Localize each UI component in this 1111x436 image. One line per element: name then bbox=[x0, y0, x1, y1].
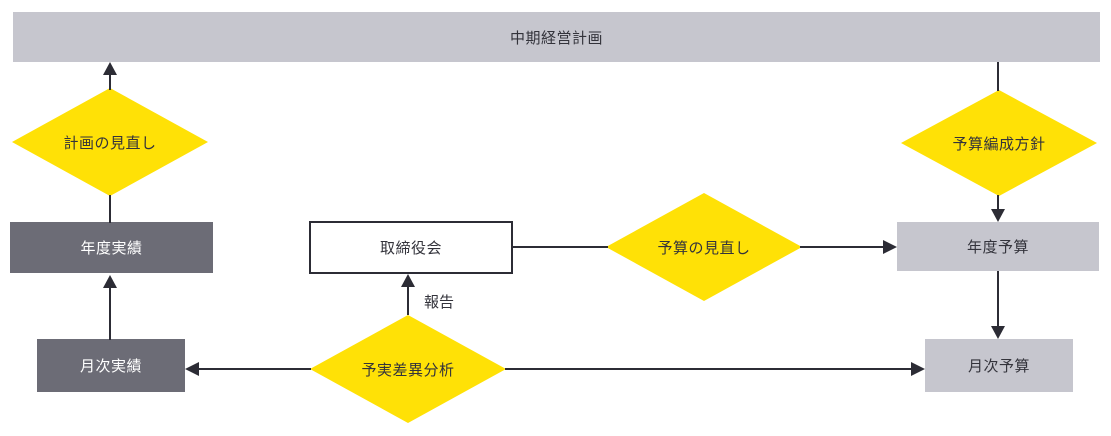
node-budget-policy: 予算編成方針 bbox=[901, 90, 1097, 196]
node-monthly-budget-label: 月次予算 bbox=[967, 358, 1030, 375]
connector-variance-analysis-to-monthly-results bbox=[199, 368, 311, 370]
node-mid-term-plan: 中期経営計画 bbox=[13, 12, 1100, 62]
connector-budget-review-to-annual-budget bbox=[800, 246, 884, 248]
edge-label-report: 報告 bbox=[424, 294, 455, 311]
node-annual-results-label: 年度実績 bbox=[80, 240, 143, 257]
connector-board-meeting-to-budget-review bbox=[513, 246, 608, 248]
node-variance-analysis: 予実差異分析 bbox=[310, 315, 506, 423]
node-variance-analysis-label: 予実差異分析 bbox=[361, 361, 455, 379]
arrowhead-up-icon bbox=[103, 275, 117, 288]
connector-annual-budget-to-monthly-budget bbox=[997, 271, 999, 326]
node-budget-policy-label: 予算編成方針 bbox=[952, 135, 1046, 153]
connector-mid-term-plan-to-budget-policy bbox=[997, 62, 999, 91]
connector-plan-review-to-mid-term-plan bbox=[109, 71, 111, 90]
arrowhead-right-icon bbox=[883, 240, 897, 254]
arrowhead-down-icon bbox=[991, 209, 1005, 222]
node-mid-term-plan-label: 中期経営計画 bbox=[509, 29, 603, 47]
node-board-meeting-label: 取締役会 bbox=[379, 240, 442, 257]
node-plan-review: 計画の見直し bbox=[12, 88, 208, 196]
arrowhead-right-icon bbox=[911, 362, 925, 376]
node-annual-budget-label: 年度予算 bbox=[966, 239, 1029, 256]
node-budget-review: 予算の見直し bbox=[606, 193, 802, 301]
connector-variance-analysis-to-monthly-budget bbox=[505, 368, 912, 370]
connector-monthly-results-to-annual-results bbox=[109, 287, 111, 340]
node-plan-review-label: 計画の見直し bbox=[63, 134, 157, 152]
connector-plan-review-to-annual-results bbox=[109, 195, 111, 223]
arrowhead-up-icon bbox=[401, 274, 415, 287]
arrowhead-up-icon bbox=[103, 62, 117, 75]
arrowhead-left-icon bbox=[185, 362, 199, 376]
arrowhead-down-icon bbox=[991, 326, 1005, 339]
connector-variance-analysis-to-board-meeting bbox=[407, 287, 409, 315]
node-monthly-results: 月次実績 bbox=[37, 339, 185, 392]
node-monthly-results-label: 月次実績 bbox=[79, 358, 142, 375]
connector-budget-policy-to-annual-budget bbox=[997, 195, 999, 210]
node-budget-review-label: 予算の見直し bbox=[657, 239, 751, 257]
node-annual-results: 年度実績 bbox=[10, 222, 213, 273]
node-annual-budget: 年度予算 bbox=[897, 222, 1099, 271]
node-monthly-budget: 月次予算 bbox=[925, 339, 1073, 392]
node-board-meeting: 取締役会 bbox=[309, 221, 513, 274]
